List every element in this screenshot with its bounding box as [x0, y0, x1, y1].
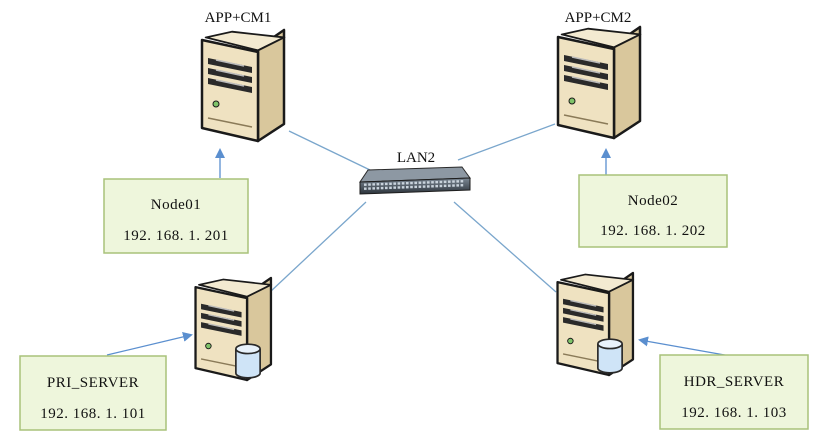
lan-links [269, 123, 557, 293]
switch-port [410, 181, 413, 185]
switch-port [401, 182, 405, 185]
switch-port [376, 183, 380, 186]
switch-port [380, 182, 384, 186]
node-box-node01: Node01 192. 168. 1. 201 [103, 178, 249, 254]
switch-port [385, 186, 388, 190]
switch-port [414, 181, 417, 185]
switch-port [456, 180, 459, 183]
switch-port [418, 185, 422, 188]
switch-port [372, 187, 375, 190]
node-name: PRI_SERVER [47, 375, 139, 391]
switch-port [460, 184, 464, 187]
switch-port [431, 181, 434, 184]
switch-port [380, 186, 384, 190]
switch-port [393, 182, 396, 185]
switch-label: LAN2 [397, 150, 435, 166]
server-icon [200, 28, 286, 143]
link-pri-server-lan2 [269, 201, 367, 293]
switch-port [452, 180, 455, 183]
switch-port [364, 187, 367, 190]
switch-port [397, 186, 401, 189]
node-box-pri-server: PRI_SERVER 192. 168. 1. 101 [19, 355, 167, 431]
server-label-app-cm2: APP+CM2 [565, 10, 632, 26]
node-ip: 192. 168. 1. 201 [123, 228, 229, 244]
node-ip: 192. 168. 1. 202 [600, 223, 706, 239]
switch-port [422, 185, 426, 188]
link-app-cm1-lan2 [288, 130, 371, 171]
node-arrows [106, 148, 737, 358]
switch-port [385, 182, 388, 186]
node-name: Node01 [151, 197, 202, 213]
switch-port [410, 185, 413, 189]
server-label-app-cm1: APP+CM1 [205, 10, 272, 26]
switch-port [443, 180, 447, 184]
switch-port [427, 185, 430, 188]
server-app-cm2: APP+CM2 [556, 10, 642, 140]
node-box-hdr-server: HDR_SERVER 192. 168. 1. 103 [659, 354, 809, 430]
switch-port [406, 186, 409, 189]
server-pri [194, 276, 273, 382]
node-name: Node02 [628, 193, 679, 209]
switch-port [439, 180, 443, 184]
switch-port [397, 182, 401, 185]
server-hdr [556, 271, 635, 377]
database-icon [235, 343, 261, 379]
switch-port [456, 184, 459, 187]
switch-port [418, 181, 422, 184]
switch-port [435, 180, 438, 184]
network-switch-icon [359, 166, 471, 195]
switch-port [452, 184, 455, 187]
switch-port [443, 184, 447, 188]
node-ip: 192. 168. 1. 103 [681, 405, 787, 421]
database-icon [597, 338, 623, 374]
switch-port [389, 182, 392, 185]
switch-port [439, 184, 443, 188]
server-app-cm1: APP+CM1 [200, 10, 286, 143]
link-hdr-server-lan2 [453, 201, 557, 293]
switch-port [448, 180, 451, 183]
switch-port [406, 182, 409, 185]
switch-port [372, 183, 375, 186]
link-app-cm2-lan2 [457, 123, 556, 161]
switch-port [376, 187, 380, 190]
arrow-hdr-server [638, 336, 737, 358]
switch-port [460, 180, 464, 183]
node-box-node02: Node02 192. 168. 1. 202 [578, 174, 728, 248]
node-ip: 192. 168. 1. 101 [40, 406, 146, 422]
switch-port [414, 185, 417, 189]
switch-port [435, 184, 438, 188]
switch-port [364, 183, 367, 186]
server-icon [556, 25, 642, 140]
switch-port [393, 186, 396, 189]
switch-port [368, 187, 371, 190]
switch-port [431, 185, 434, 188]
switch-lan2: LAN2 [359, 150, 471, 195]
switch-port [427, 181, 430, 184]
switch-port [448, 184, 451, 187]
switch-port [389, 186, 392, 189]
node-name: HDR_SERVER [684, 374, 784, 390]
arrow-pri-server [106, 331, 193, 356]
switch-port [401, 186, 405, 189]
switch-port [422, 181, 426, 184]
switch-port [368, 183, 371, 186]
